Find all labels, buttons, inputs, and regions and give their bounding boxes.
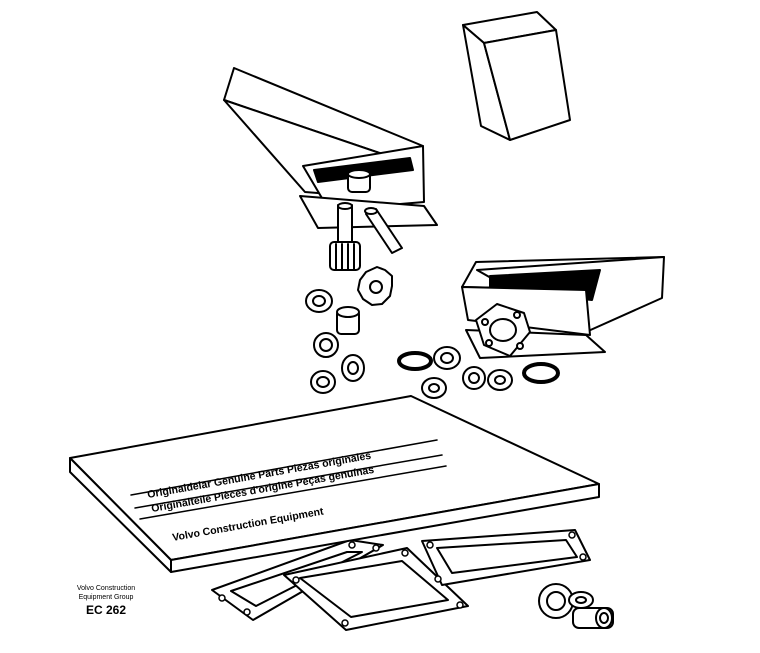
o-ring bbox=[397, 351, 433, 371]
small-bushing bbox=[347, 169, 371, 193]
figure-code: EC 262 bbox=[85, 603, 127, 617]
closed-box bbox=[462, 11, 571, 141]
flange-gasket bbox=[475, 303, 531, 357]
o-ring-set-right bbox=[421, 346, 513, 399]
parts-kit-booklet bbox=[69, 395, 600, 573]
gasket-set bbox=[211, 529, 591, 631]
bushing bbox=[336, 306, 360, 335]
gasket bbox=[421, 529, 591, 586]
open-box-left bbox=[223, 67, 438, 229]
credit-company-line-1: Volvo Construction bbox=[76, 585, 136, 592]
pin bbox=[364, 207, 403, 254]
o-ring bbox=[522, 362, 560, 384]
falling-parts-right bbox=[397, 303, 560, 399]
credit-company-line-2: Equipment Group bbox=[78, 594, 134, 601]
gear-wheel bbox=[357, 266, 393, 306]
o-ring-set-left bbox=[305, 289, 365, 394]
gasket bbox=[283, 547, 469, 631]
shaft-gear bbox=[329, 202, 361, 271]
falling-parts-left bbox=[305, 169, 403, 394]
bearings bbox=[538, 583, 614, 629]
figure-credit: Volvo Construction Equipment Group EC 26… bbox=[64, 584, 148, 618]
gasket-bolt-holes bbox=[218, 531, 587, 627]
